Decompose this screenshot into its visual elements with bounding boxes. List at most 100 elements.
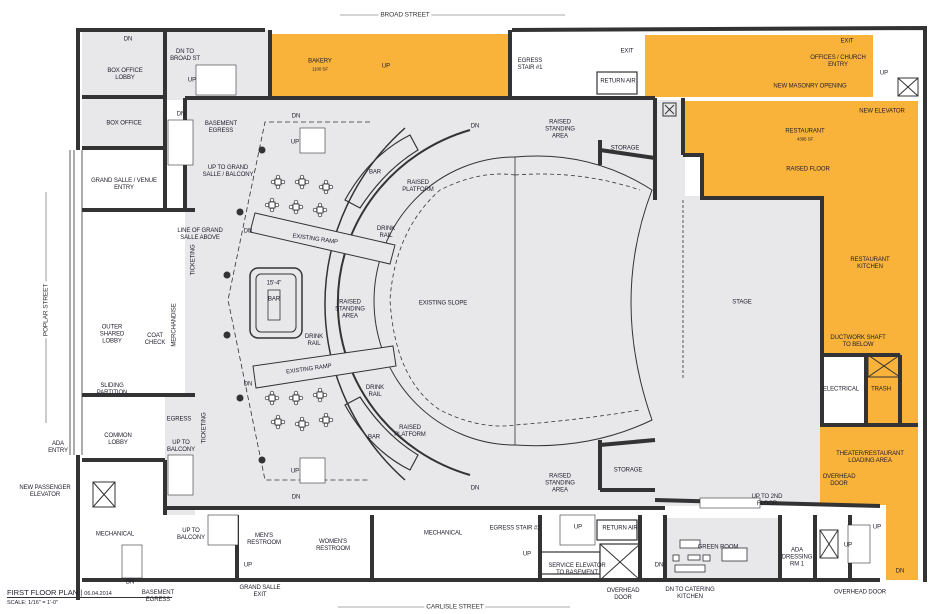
area-label-raised-standing: RAISED STANDING AREA [545, 473, 575, 494]
bars [249, 134, 419, 471]
stair-label: DN [654, 562, 664, 569]
drink-rail-label: DRINK RAIL [376, 226, 396, 239]
stair-label: UP [381, 63, 391, 70]
room-label-trash: TRASH [871, 386, 891, 393]
tenant-spaces [270, 34, 918, 580]
label-ada-entry: ADA ENTRY [48, 441, 68, 454]
area-label-raised-platform: RAISED PLATFORM [402, 180, 434, 193]
note-overhead-door: OVERHEAD DOOR [833, 589, 887, 596]
stair-label: UP [290, 468, 300, 475]
offices-space [645, 35, 873, 97]
stairs [121, 64, 871, 579]
room-label-box-office-lobby: BOX OFFICE LOBBY [107, 68, 143, 81]
stair-label: DN [470, 485, 480, 492]
note-ductwork-shaft: DUCTWORK SHAFT TO BELOW [830, 335, 886, 348]
restaurant-space [683, 101, 918, 580]
label-egress: EGRESS [166, 416, 192, 423]
bar-label: BAR [368, 169, 382, 176]
ramp-label: DN [243, 381, 253, 388]
stair-label: UP [187, 77, 197, 84]
stair-label: UP [872, 524, 882, 531]
stair-label: UP [843, 542, 853, 549]
stair-label: DN [470, 123, 480, 130]
exit-label: EXIT [620, 48, 634, 55]
room-label-stage: STAGE [732, 299, 752, 306]
label-ticketing: TICKETING [201, 412, 208, 444]
street-label-west: POPLAR STREET [42, 281, 50, 339]
room-label-mechanical: MECHANICAL [423, 530, 463, 537]
note-line-of-grand-salle: LINE OF GRAND SALLE ABOVE [177, 228, 223, 241]
note-up-to-2nd-floor: UP TO 2ND FLOOR [751, 494, 783, 507]
walls [76, 25, 927, 600]
note-overhead-door: OVERHEAD DOOR [822, 474, 856, 487]
ramps [249, 212, 397, 389]
stair-label: UP [879, 70, 889, 77]
room-label-egress-stair-2: EGRESS STAIR #2 [489, 525, 541, 532]
area-label-existing-slope: EXISTING SLOPE [418, 300, 468, 308]
bar-dimension: 15'-4" [266, 280, 282, 287]
area-label-raised-platform: RAISED PLATFORM [394, 425, 426, 438]
room-label-bakery: BAKERY [308, 58, 332, 65]
stair-label: DN [125, 579, 135, 586]
room-label-box-office: BOX OFFICE [106, 120, 142, 127]
note-new-masonry-opening: NEW MASONRY OPENING [773, 83, 847, 90]
label-ticketing: TICKETING [190, 244, 197, 276]
area-label-raised-standing: RAISED STANDING AREA [335, 299, 365, 320]
stair-label: DN TO BROAD ST [170, 49, 200, 62]
note-sliding-partition: SLIDING PARTITION [96, 383, 128, 396]
plan-name: FIRST FLOOR PLAN [7, 588, 79, 597]
note-basement-egress: BASEMENT EGRESS [141, 590, 175, 603]
drink-rail-label: DRINK RAIL [365, 385, 385, 398]
stair-label: DN [895, 568, 905, 575]
room-label-offices-church-entry: OFFICES / CHURCH ENTRY [810, 55, 866, 68]
exit-label-grand-salle: GRAND SALLE EXIT [239, 585, 281, 598]
green-room-furniture [672, 539, 748, 573]
bakery-space [270, 34, 510, 96]
stair-label: DN [123, 36, 133, 43]
room-label-mens-restroom: MEN'S RESTROOM [247, 533, 281, 546]
room-label-electrical: ELECTRICAL [822, 386, 860, 393]
room-label-restaurant-kitchen: RESTAURANT KITCHEN [850, 257, 890, 270]
room-label-storage: STORAGE [613, 467, 643, 474]
columns [223, 146, 266, 464]
area-label-loading-area: THEATER/RESTAURANT LOADING AREA [836, 451, 904, 464]
room-label-coat-check: COAT CHECK [144, 333, 166, 346]
room-area-bakery: 1100 SF [312, 66, 328, 72]
note-up-to-balcony: UP TO BALCONY [177, 528, 205, 541]
room-label-return-air: RETURN AIR [602, 525, 638, 532]
note-up-to-balcony: UP TO BALCONY [167, 440, 195, 453]
room-label-grand-salle-entry: GRAND SALLE / VENUE ENTRY [91, 178, 157, 191]
exit-label: EXIT [840, 38, 854, 45]
note-raised-floor: RAISED FLOOR [786, 166, 830, 173]
street-label-south: CARLISLE STREET [424, 603, 486, 611]
auditorium [324, 127, 684, 481]
plan-date: 06.04.2014 [84, 591, 112, 597]
room-label-outer-shared-lobby: OUTER SHARED LOBBY [99, 324, 125, 345]
stair-label: DN [176, 111, 186, 118]
drink-rail-label: DRINK RAIL [304, 334, 324, 347]
room-label-egress-stair-1: EGRESS STAIR #1 [517, 58, 543, 71]
note-service-elevator: SERVICE ELEVATOR TO BASEMENT [548, 563, 606, 576]
note-new-elevator: NEW ELEVATOR [859, 108, 905, 115]
stair-label: UP [573, 524, 583, 531]
street-label-north: BROAD STREET [378, 11, 432, 19]
stair-label: DN [291, 113, 301, 120]
note-dn-to-catering-kitchen: DN TO CATERING KITCHEN [665, 587, 715, 600]
room-label-return-air: RETURN AIR [600, 78, 636, 85]
room-label-womens-restroom: WOMEN'S RESTROOM [316, 539, 350, 552]
room-label-green-room: GREEN ROOM [697, 544, 739, 551]
stair-label: UP [243, 562, 253, 569]
venue-floor [82, 30, 823, 580]
area-label-raised-standing: RAISED STANDING AREA [545, 119, 575, 140]
note-basement-egress: BASEMENT EGRESS [204, 121, 238, 134]
plan-scale: SCALE: 1/16" = 1'-0" [7, 600, 58, 606]
note-up-to-grand-salle: UP TO GRAND SALLE / BALCONY [202, 165, 254, 178]
room-label-storage: STORAGE [610, 145, 640, 152]
room-label-mechanical: MECHANICAL [95, 531, 135, 538]
bar-label-center: BAR [267, 296, 281, 303]
stair-label: UP [522, 551, 532, 558]
note-overhead-door: OVERHEAD DOOR [606, 588, 640, 601]
room-area-restaurant: 4395 SF [796, 136, 814, 142]
